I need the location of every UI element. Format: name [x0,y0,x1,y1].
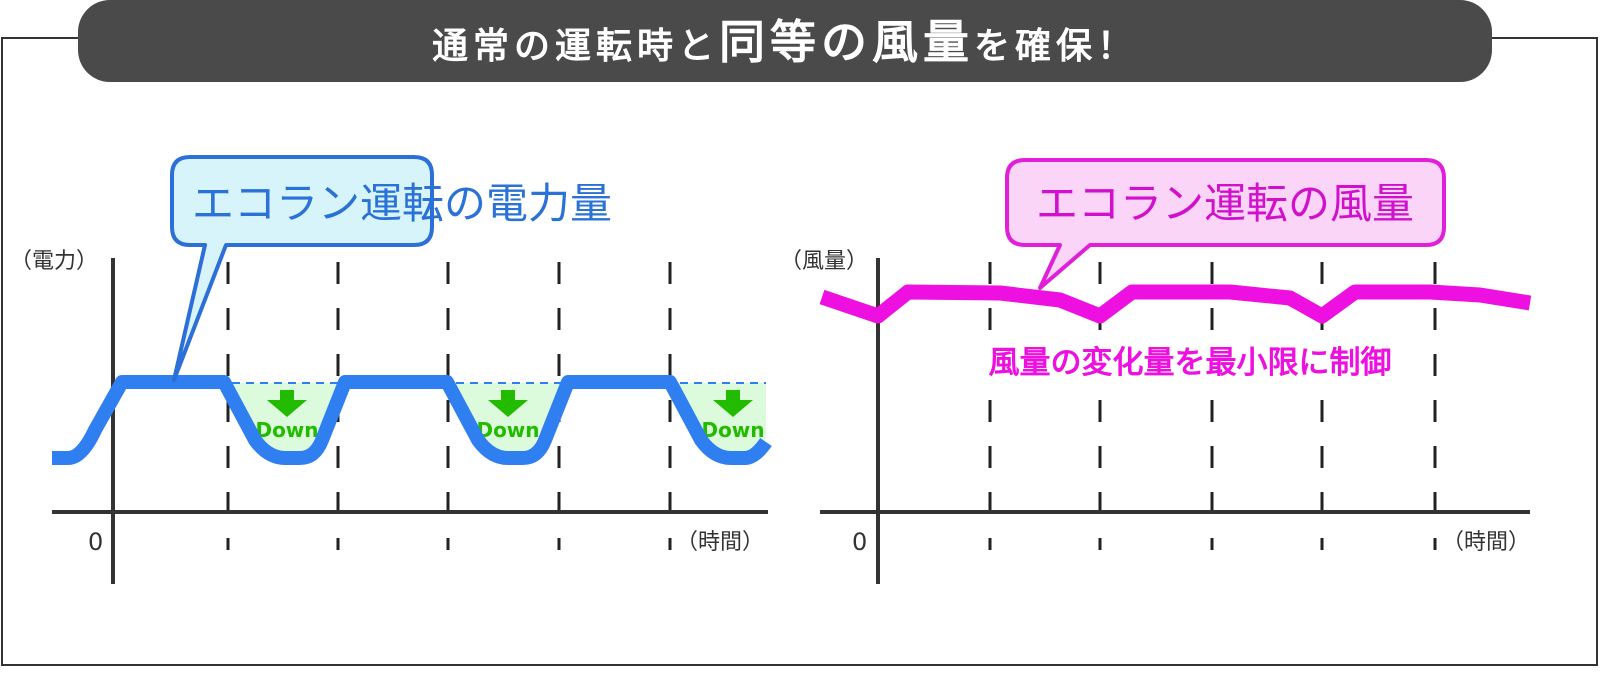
down-arrows [267,390,753,417]
down-arrow-icon [267,390,307,417]
gridlines [988,262,1437,550]
y-axis-label: （風量） [780,249,868,274]
x-axis-label: （時間） [1442,530,1530,555]
callout-bubble [170,155,434,382]
airflow-note: 風量の変化量を最小限に制御 [989,345,1392,381]
origin-label: 0 [852,528,867,556]
down-arrow-icon [488,390,528,417]
down-label: Down [701,418,764,442]
airflow-line [819,284,1532,324]
callout-bubble [1005,158,1446,290]
callout-text: エコラン運転の電力量 [192,179,612,228]
airflow-chart: 風量の変化量を最小限に制御 エコラン運転の風量 （風量） 0 （時間） [780,158,1532,584]
x-axis-label: （時間） [676,530,764,555]
down-label: Down [476,418,539,442]
callout-text: エコラン運転の風量 [1036,179,1414,228]
title-text: 通常の運転時と同等の風量を確保！ [432,15,1138,69]
title-banner [78,0,1492,82]
y-axis-label: （電力） [10,249,98,274]
origin-label: 0 [88,528,103,556]
down-label: Down [255,418,318,442]
power-chart: Down Down Down エコラン運転の電力量 （電力） 0 （時間） [10,155,772,584]
down-arrow-icon [713,390,753,417]
power-line [52,375,772,465]
frame [1,37,1598,666]
